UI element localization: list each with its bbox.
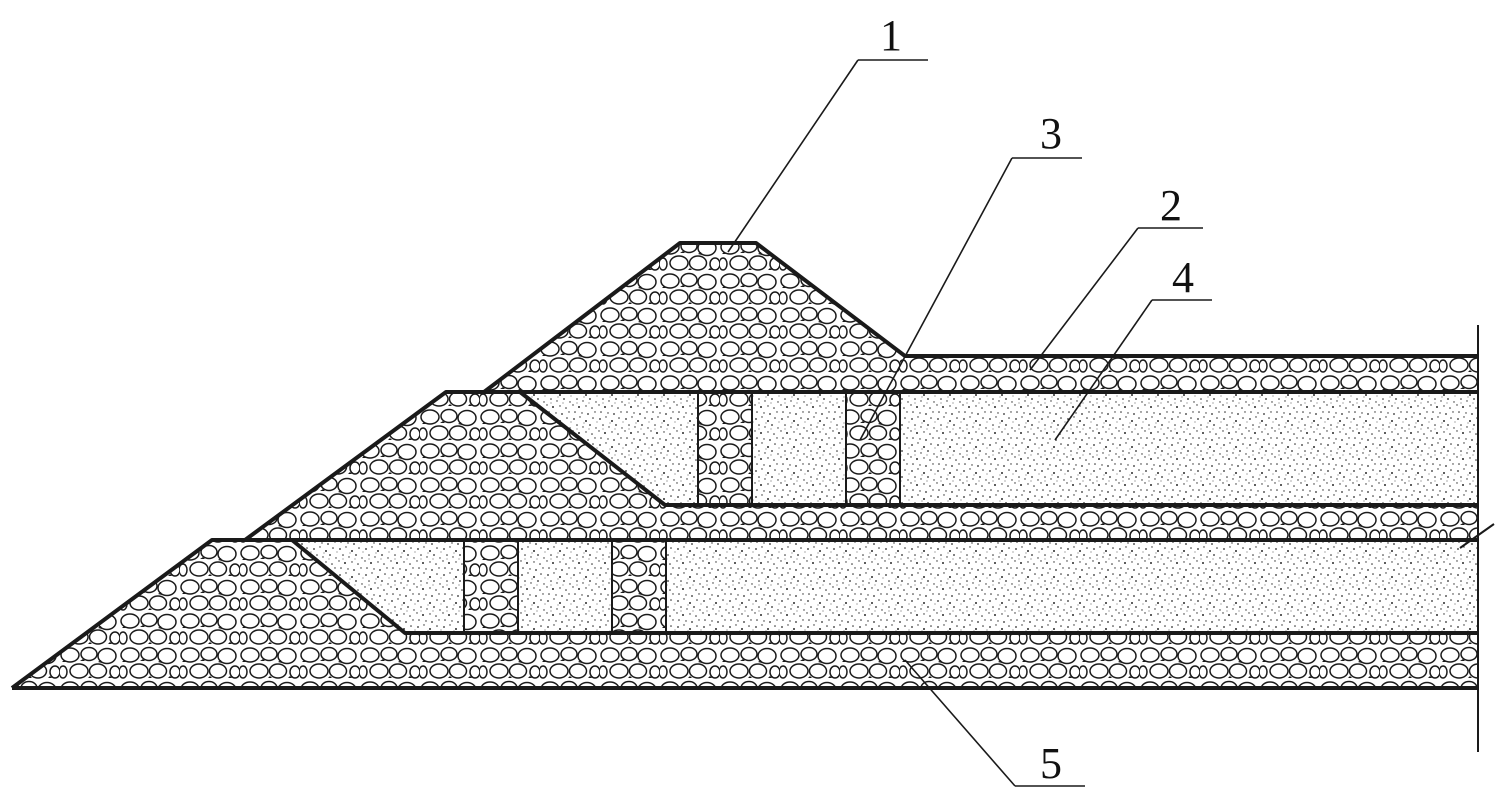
leader-2 — [1029, 227, 1203, 371]
callout-5-label: 5 — [1040, 739, 1062, 788]
section-outlines — [10, 241, 1495, 752]
leader-4 — [1054, 299, 1212, 441]
top-stone-layer — [484, 243, 1478, 392]
callout-4-label: 4 — [1172, 253, 1194, 302]
callout-3-label: 3 — [1040, 109, 1062, 158]
leader-3 — [859, 157, 1082, 441]
callout-2-label: 2 — [1160, 181, 1182, 230]
callout-1-label: 1 — [880, 11, 902, 60]
stone-base-layer — [12, 540, 1478, 688]
lower-sand-fill — [292, 540, 1478, 633]
leader-5 — [904, 659, 1085, 787]
upper-sand-fill — [520, 392, 1478, 505]
lower-stone-columns — [464, 540, 666, 633]
middle-stone-layer — [245, 392, 1478, 540]
leader-1 — [727, 59, 928, 253]
upper-stone-columns — [698, 392, 900, 505]
